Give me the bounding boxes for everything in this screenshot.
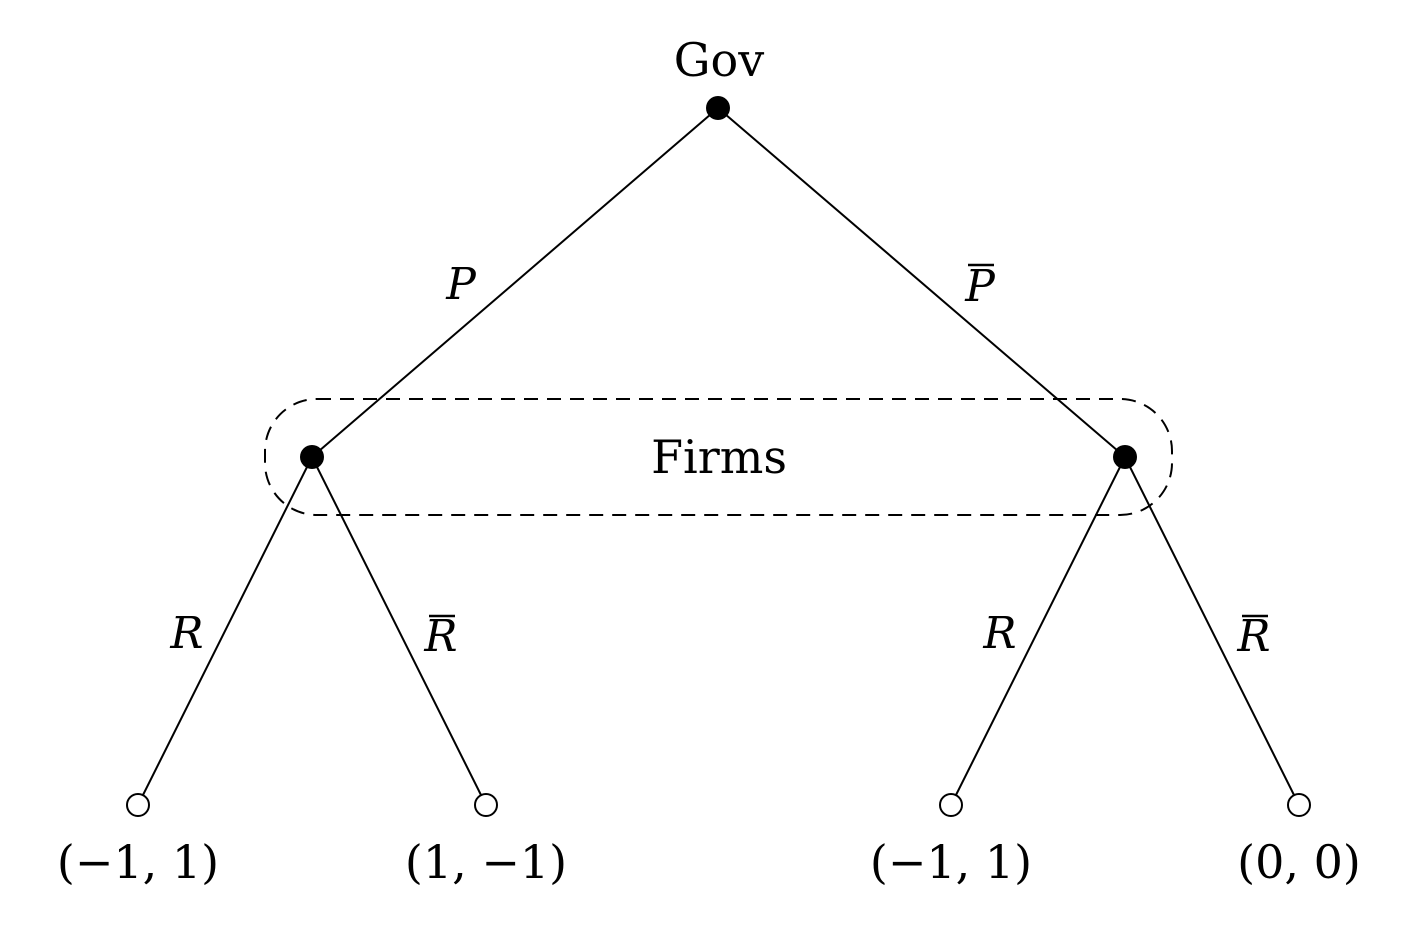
terminal-node-3 — [939, 793, 963, 817]
edge-gov-to-right-firm — [717, 107, 1126, 458]
terminal-node-2 — [474, 793, 498, 817]
terminal-node-1 — [126, 793, 150, 817]
action-label-rr: R — [1236, 611, 1270, 662]
edge-right-firm-to-leaf-3 — [950, 456, 1126, 806]
information-set — [264, 398, 1173, 516]
action-label-left: P — [445, 259, 477, 310]
action-label-right: P — [964, 261, 996, 312]
root-node — [706, 96, 730, 120]
firm-node-left — [300, 445, 324, 469]
action-label-lr: R — [423, 611, 457, 662]
payoff-3: (−1, 1) — [870, 835, 1032, 889]
payoff-2: (1, −1) — [405, 835, 567, 889]
payoff-1: (−1, 1) — [57, 835, 219, 889]
action-label-ll: R — [169, 608, 203, 659]
edge-left-firm-to-leaf-1 — [137, 456, 313, 806]
edge-gov-to-left-firm — [311, 107, 719, 458]
edge-left-firm-to-leaf-2 — [311, 456, 487, 806]
root-player-label: Gov — [674, 33, 764, 87]
action-label-rl: R — [982, 608, 1016, 659]
edge-right-firm-to-leaf-4 — [1124, 456, 1300, 806]
firm-node-right — [1113, 445, 1137, 469]
information-set-player-label: Firms — [651, 430, 787, 484]
payoff-4: (0, 0) — [1237, 835, 1361, 889]
terminal-node-4 — [1287, 793, 1311, 817]
